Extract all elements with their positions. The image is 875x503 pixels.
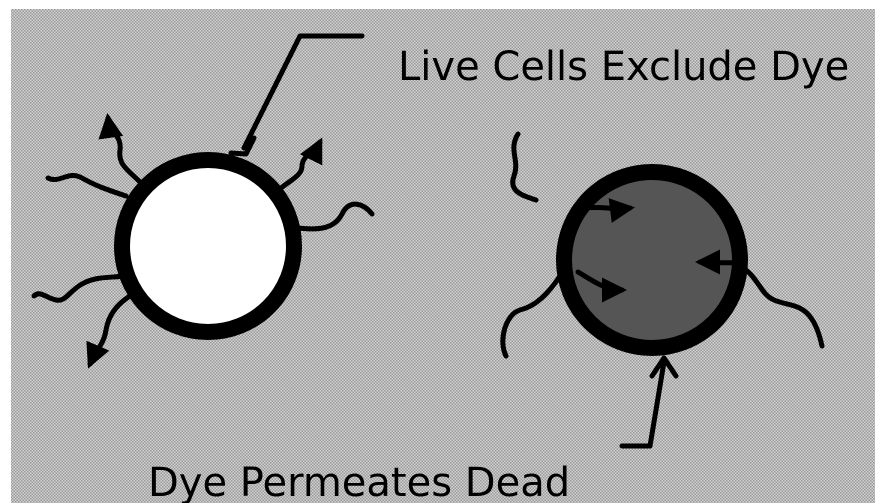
dead-cells-label: Dye Permeates Dead [148,460,570,503]
dye-inside-arrow-top [586,207,630,208]
live-cell [122,160,294,332]
live-cells-label: Live Cells Exclude Dye [398,44,849,90]
frame-left [0,0,11,503]
dye-inside-arrow-right [700,262,742,263]
frame-top [0,0,875,9]
